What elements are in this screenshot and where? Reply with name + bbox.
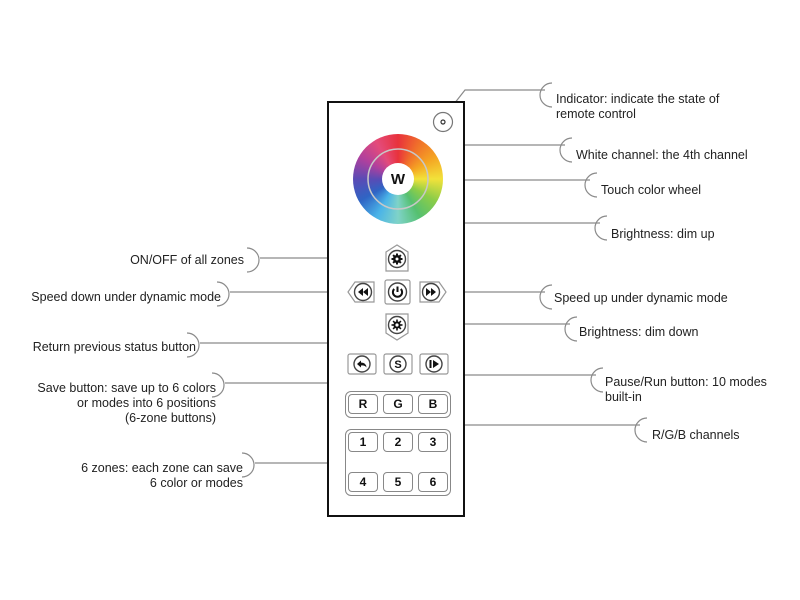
bracket-pause-run bbox=[590, 367, 604, 393]
annotation-speed-down: Speed down under dynamic mode bbox=[31, 290, 221, 304]
zone-2-key[interactable]: 2 bbox=[383, 432, 413, 452]
zone-1-key[interactable]: 1 bbox=[348, 432, 378, 452]
bracket-speed-up bbox=[539, 284, 553, 310]
color-wheel-ring bbox=[367, 148, 429, 210]
annotation-zones-line-1: 6 zones: each zone can save bbox=[81, 461, 243, 475]
annotation-on-off: ON/OFF of all zones bbox=[130, 253, 244, 267]
annotation-return: Return previous status button bbox=[32, 340, 196, 354]
annotation-rgb-channels: R/G/B channels bbox=[652, 428, 740, 442]
bracket-indicator bbox=[539, 82, 553, 108]
zone-4-key[interactable]: 4 bbox=[348, 472, 378, 492]
bracket-wheel bbox=[584, 172, 598, 198]
annotation-save-line-3: (6-zone buttons) bbox=[124, 411, 216, 425]
gear-icon bbox=[391, 319, 403, 331]
annotation-zones-line-2: 6 color or modes bbox=[149, 476, 243, 490]
bracket-dim-up bbox=[594, 215, 608, 241]
annotation-save-line-1: Save button: save up to 6 colors bbox=[37, 381, 216, 395]
bracket-white bbox=[559, 137, 573, 163]
gear-icon bbox=[391, 253, 403, 265]
speed-up-button[interactable] bbox=[418, 280, 448, 304]
brightness-down-button[interactable] bbox=[384, 312, 410, 342]
power-icon bbox=[391, 286, 404, 298]
zone-6-key[interactable]: 6 bbox=[418, 472, 448, 492]
annotation-indicator-line-1: Indicator: indicate the state of bbox=[556, 92, 720, 106]
white-channel-button[interactable]: W bbox=[382, 163, 414, 195]
bracket-rgb bbox=[634, 417, 648, 443]
pause-run-button[interactable] bbox=[419, 353, 449, 375]
bracket-speed-down bbox=[216, 281, 230, 307]
return-button[interactable] bbox=[347, 353, 377, 375]
green-channel-key[interactable]: G bbox=[383, 394, 413, 414]
annotation-speed-up: Speed up under dynamic mode bbox=[554, 291, 728, 305]
annotation-pause-run-line-2: built-in bbox=[605, 390, 642, 404]
bracket-save bbox=[211, 372, 225, 398]
indicator-led bbox=[432, 111, 454, 133]
play-pause-icon bbox=[429, 360, 439, 368]
save-button[interactable]: S bbox=[383, 353, 413, 375]
annotation-save-line-2: or modes into 6 positions bbox=[77, 396, 216, 410]
zone-5-key[interactable]: 5 bbox=[383, 472, 413, 492]
annotation-save: Save button: save up to 6 colors or mode… bbox=[37, 381, 216, 426]
annotation-indicator: Indicator: indicate the state of remote … bbox=[556, 92, 719, 122]
bracket-on-off bbox=[246, 247, 260, 273]
fast-forward-icon bbox=[426, 288, 436, 296]
annotation-indicator-line-2: remote control bbox=[556, 107, 636, 121]
save-label: S bbox=[394, 359, 401, 371]
blue-channel-key[interactable]: B bbox=[418, 394, 448, 414]
zone-3-key[interactable]: 3 bbox=[418, 432, 448, 452]
annotation-dim-down: Brightness: dim down bbox=[579, 325, 699, 339]
annotation-pause-run: Pause/Run button: 10 modes built-in bbox=[605, 375, 767, 405]
power-button[interactable] bbox=[384, 279, 411, 305]
annotation-dim-up: Brightness: dim up bbox=[611, 227, 715, 241]
annotation-color-wheel: Touch color wheel bbox=[601, 183, 702, 197]
annotation-zones: 6 zones: each zone can save 6 color or m… bbox=[81, 461, 243, 491]
speed-down-button[interactable] bbox=[346, 280, 376, 304]
bracket-zones bbox=[241, 452, 255, 478]
leader-rgb bbox=[435, 411, 640, 426]
rewind-icon bbox=[358, 288, 368, 296]
annotation-white-channel: White channel: the 4th channel bbox=[576, 148, 748, 162]
red-channel-key[interactable]: R bbox=[348, 394, 378, 414]
bracket-dim-down bbox=[564, 316, 578, 342]
white-channel-label: W bbox=[390, 170, 406, 188]
bracket-return bbox=[186, 332, 200, 358]
undo-arrow-icon bbox=[357, 360, 367, 368]
annotation-pause-run-line-1: Pause/Run button: 10 modes bbox=[605, 375, 767, 389]
brightness-up-button[interactable] bbox=[384, 243, 410, 273]
